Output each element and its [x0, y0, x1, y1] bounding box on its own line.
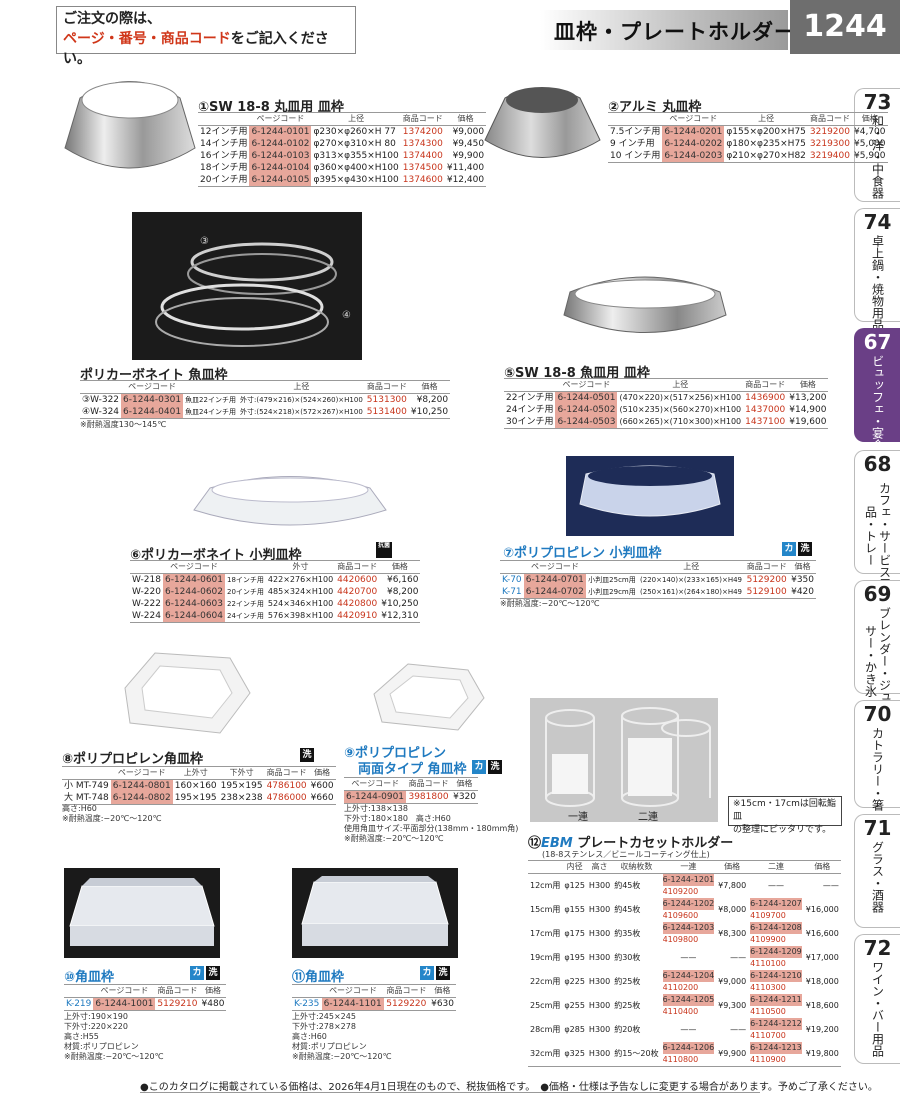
- header-bar: [540, 10, 788, 50]
- polycarbonate-fish-ring-image: ③ ④: [132, 212, 362, 360]
- photo-label-4: ④: [342, 310, 351, 321]
- square-frame-k219-image: [64, 868, 220, 958]
- dishwasher-badge: 洗: [300, 748, 314, 762]
- section-8-title: ⑧ポリプロピレン角皿枠: [62, 752, 204, 767]
- section-2-title: ②アルミ 丸皿枠: [608, 100, 702, 115]
- section-7-title: ⑦ポリプロピレン 小判皿枠: [503, 546, 662, 561]
- section-6-title: ⑥ポリカーボネイト 小判皿枠: [130, 548, 302, 563]
- section-12-title: ⑫EBM プレートカセットホルダー: [528, 836, 734, 851]
- square-ring-reversible-image: [373, 663, 485, 731]
- callout-note: ※15cm・17cmは回転鮨皿 の整理にピッタリです。: [728, 796, 842, 835]
- polypropylene-oval-ring-image: [566, 456, 734, 536]
- notice-highlight: ページ・番号・商品コード: [63, 31, 231, 47]
- page-title: 皿枠・プレートホルダー: [554, 20, 796, 44]
- photo-label-3: ③: [200, 236, 209, 247]
- order-notice: ご注文の際は、 ページ・番号・商品コードをご記入ください。: [56, 6, 356, 67]
- square-frame-k235-image: [292, 868, 458, 958]
- stainless-round-ring-image: [64, 81, 196, 169]
- dishwasher-badge: 洗: [436, 966, 450, 980]
- section-1-title: ①SW 18-8 丸皿用 皿枠: [198, 100, 344, 115]
- aluminium-round-ring-image: [484, 87, 601, 158]
- section-9-title-1: ⑨ポリプロピレン: [344, 746, 447, 761]
- microwave-badge: カ: [472, 760, 486, 774]
- polycarbonate-oval-ring-image: [193, 476, 387, 526]
- microwave-badge: カ: [190, 966, 204, 980]
- section-11-title: ⑪角皿枠: [292, 970, 345, 985]
- section-34-title: ポリカーボネイト 魚皿枠: [80, 368, 228, 383]
- dishwasher-badge: 洗: [488, 760, 502, 774]
- page-number: 1244: [790, 0, 900, 54]
- square-ring-large-image: [124, 652, 251, 734]
- microwave-badge: カ: [420, 966, 434, 980]
- footer-note: ●このカタログに掲載されている価格は、2026年4月1日現在のもので、税抜価格で…: [140, 1082, 878, 1093]
- antibacterial-badge: 抗菌: [376, 542, 392, 558]
- section-9-title-2: 両面タイプ 角皿枠: [358, 762, 467, 777]
- plate-cassette-holder-image: 一連 二連: [530, 698, 718, 823]
- microwave-badge: カ: [782, 542, 796, 556]
- stainless-oval-ring-image: [563, 276, 727, 333]
- photo-label-double: 二連: [638, 812, 658, 823]
- section-5-title: ⑤SW 18-8 魚皿用 皿枠: [504, 366, 650, 381]
- section-10-title: ⑩角皿枠: [64, 970, 115, 985]
- footer-rule: [140, 1092, 760, 1093]
- dishwasher-badge: 洗: [798, 542, 812, 556]
- photo-label-single: 一連: [568, 812, 588, 823]
- dishwasher-badge: 洗: [206, 966, 220, 980]
